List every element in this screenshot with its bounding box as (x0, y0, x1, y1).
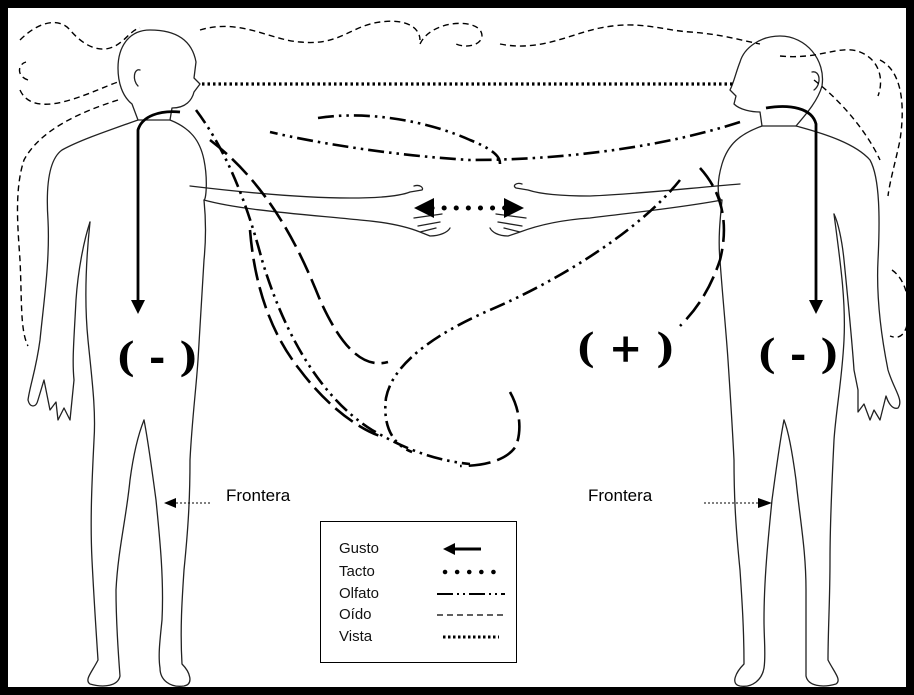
frontera-arrow-right (704, 498, 772, 508)
left-sign: ( - ) (116, 334, 198, 381)
long-dash-lines (210, 140, 724, 466)
center-sign: ( + ) (576, 325, 675, 372)
right-sign: ( - ) (757, 331, 839, 378)
solid-arrow-icon (433, 538, 513, 558)
legend-label: Tacto (339, 563, 375, 580)
frontera-arrow-left (164, 498, 210, 508)
dash-dot-dot-icon (433, 583, 513, 603)
gusto-arrow-left (131, 112, 180, 314)
legend-item-tacto: Tacto (321, 561, 516, 583)
gusto-arrow-right (766, 107, 823, 314)
legend-box: Gusto Tacto Olfato Oído Vista (320, 521, 517, 663)
legend-item-oido: Oído (321, 604, 516, 626)
large-dots-icon (433, 561, 513, 581)
legend-label: Oído (339, 606, 372, 623)
olfato-lines (196, 110, 740, 464)
legend-item-olfato: Olfato (321, 583, 516, 605)
dashed-line-icon (433, 604, 513, 624)
legend-label: Gusto (339, 540, 379, 557)
frontera-label-left: Frontera (226, 486, 290, 506)
dotted-line-icon (433, 626, 513, 646)
legend-item-gusto: Gusto (321, 538, 516, 560)
legend-label: Vista (339, 628, 372, 645)
legend-item-vista: Vista (321, 626, 516, 648)
oido-lines (18, 21, 909, 346)
legend-label: Olfato (339, 585, 379, 602)
tacto-double-arrow (414, 198, 524, 218)
frontera-label-right: Frontera (588, 486, 652, 506)
